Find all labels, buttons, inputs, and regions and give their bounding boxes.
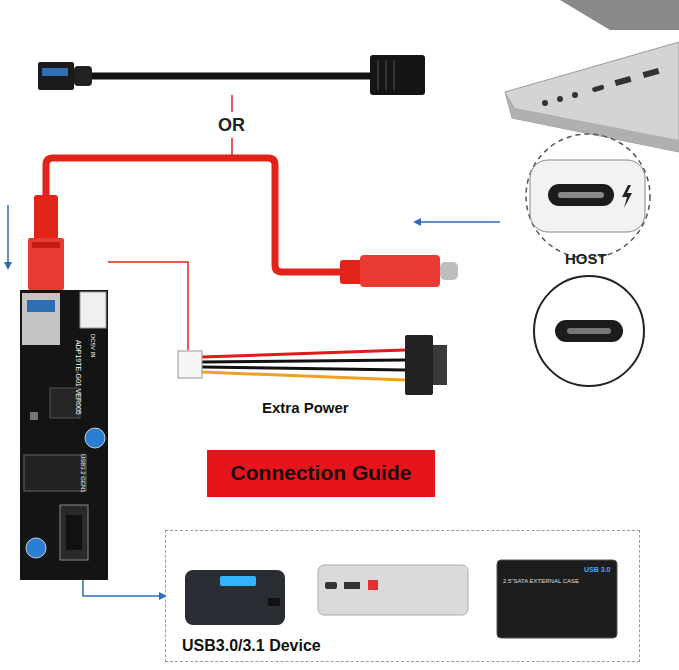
- adapter-board: [26, 538, 46, 558]
- laptop: [642, 68, 659, 78]
- power-bank: [318, 565, 468, 615]
- usb-c-cable: [340, 260, 362, 284]
- host-port: [558, 192, 604, 198]
- usb-c-cable: [34, 195, 58, 240]
- host-circle: HOST: [525, 250, 653, 390]
- direction-arrow: [7, 205, 9, 268]
- laptop: [505, 0, 679, 152]
- power-bank: [368, 580, 378, 590]
- usb-hub: [185, 570, 285, 625]
- host-port: [526, 134, 650, 258]
- usb-hub: [220, 576, 256, 586]
- adapter-board: DC5V IN ADP19TE-G01 VER005USB3.2 GEN1: [20, 290, 108, 580]
- laptop: [592, 84, 605, 92]
- adapter-board: [60, 505, 88, 560]
- or-text: OR: [218, 115, 245, 136]
- adapter-board: [22, 293, 60, 345]
- usb-header-cable: [231, 95, 233, 112]
- usb-header-cable: [74, 66, 92, 86]
- product-print: USB 3.0: [584, 566, 610, 573]
- sata-power-cable: [433, 345, 447, 385]
- laptop: [542, 100, 548, 106]
- host-port: [526, 134, 650, 258]
- usb-c-cable: [360, 255, 440, 287]
- usb-c-cable: [32, 242, 60, 248]
- hdd-enclosure: [497, 560, 617, 638]
- laptop: [557, 96, 563, 102]
- usb-header-cable: [38, 55, 425, 155]
- adapter-board: [85, 428, 105, 448]
- usb-header-cable: [42, 68, 68, 76]
- sata-power-cable: [202, 372, 405, 380]
- title-banner: Connection Guide: [207, 450, 435, 497]
- sata-power-cable: [178, 335, 447, 395]
- sata-power-cable: [405, 335, 433, 395]
- usb-hub: [185, 570, 285, 625]
- node-text: DC5V IN: [90, 334, 96, 358]
- direction-arrow: [415, 221, 500, 223]
- adapter-board: [20, 290, 108, 580]
- laptop: [572, 92, 578, 98]
- power-bank: [318, 565, 468, 615]
- adapter-board: [24, 455, 86, 491]
- usb-header-cable: [377, 60, 379, 90]
- laptop: [505, 92, 679, 152]
- usb-c-cable: [46, 158, 345, 272]
- node-text: Connection Guide: [207, 461, 435, 485]
- host-port: [622, 185, 632, 208]
- usb-header-cable: [38, 62, 74, 90]
- hdd-enclosure: [497, 560, 617, 638]
- host-port: [548, 184, 614, 206]
- device-group: USB3.0/3.1 Device: [165, 530, 640, 662]
- usb-c-cable: [440, 262, 458, 280]
- sata-power-cable: [178, 351, 202, 378]
- adapter-board: [80, 292, 106, 328]
- laptop: [560, 0, 679, 30]
- usb-c-cable: [28, 238, 64, 290]
- power-bank: [325, 582, 337, 589]
- flow-arrow: [83, 580, 165, 596]
- node-text: HOST: [565, 250, 607, 267]
- usb-header-cable: [393, 60, 395, 90]
- usb-header-cable: [231, 138, 233, 155]
- node-text: USB3.0/3.1 Device: [182, 637, 321, 655]
- part-name: Extra Power: [262, 399, 349, 416]
- adapter-board: [27, 300, 55, 312]
- usb-hub: [268, 598, 280, 606]
- adapter-board: [20, 290, 108, 580]
- power-bank: [344, 582, 360, 589]
- circle-outline: [525, 274, 653, 390]
- usb-c-cable: [28, 158, 458, 290]
- sata-power-cable: [202, 367, 405, 370]
- host-port: [530, 160, 645, 232]
- usb-header-cable: [370, 55, 425, 95]
- sata-power-cable: [202, 360, 405, 362]
- usb-c-tongue: [567, 328, 611, 334]
- adapter-board: [66, 515, 82, 550]
- sata-power-cable: [202, 350, 405, 357]
- product-print: 2.5"SATA EXTERNAL CASE: [503, 578, 579, 584]
- laptop: [505, 42, 679, 152]
- adapter-board: [30, 412, 38, 420]
- laptop: [614, 76, 631, 86]
- usb-header-cable: [385, 60, 387, 90]
- circle-outline: [534, 276, 644, 386]
- leader-line: [108, 262, 188, 350]
- usb-header-cable: [90, 73, 372, 80]
- usb-c-port: [555, 320, 623, 342]
- node-text: USB3.2 GEN1: [80, 454, 86, 493]
- node-text: ADP19TE-G01 VER005: [75, 340, 82, 415]
